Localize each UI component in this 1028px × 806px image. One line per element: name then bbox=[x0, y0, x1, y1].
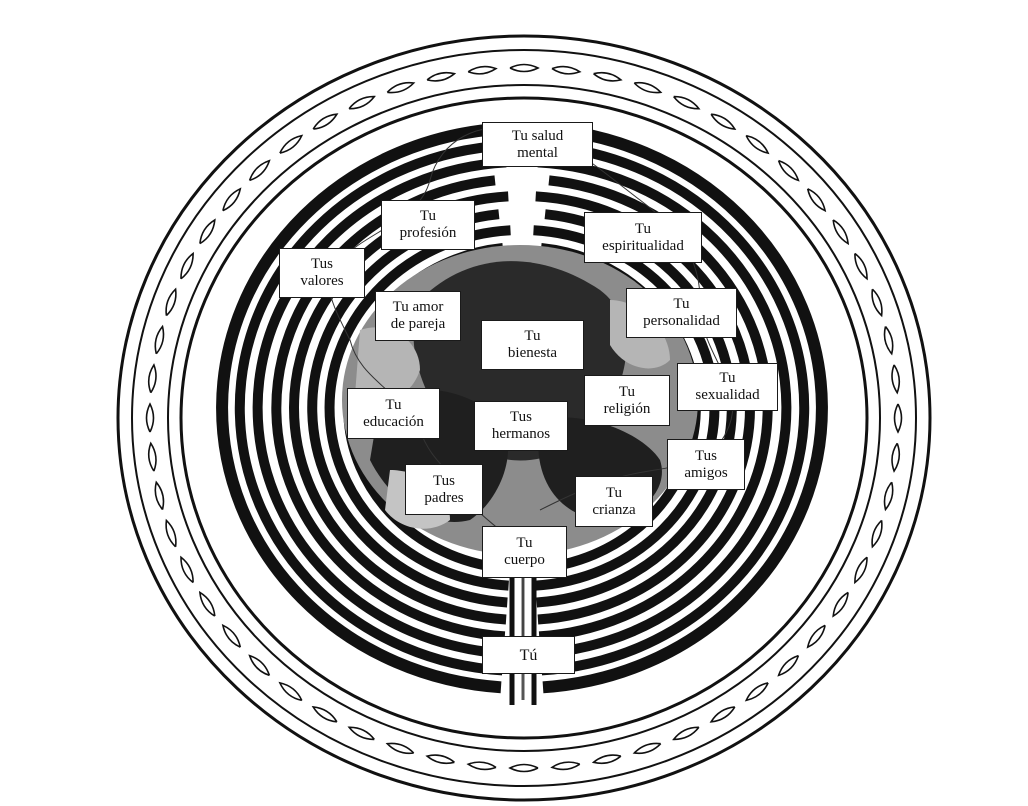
laurel-leaf bbox=[181, 557, 193, 582]
laurel-leaf bbox=[349, 97, 374, 109]
laurel-leaf bbox=[808, 189, 825, 211]
laurel-leaf bbox=[468, 762, 496, 769]
laurel-leaf bbox=[155, 482, 163, 509]
laurel-leaf bbox=[634, 743, 660, 753]
label-bienesta: Tu bienesta bbox=[481, 320, 584, 370]
label-crianza: Tu crianza bbox=[575, 476, 653, 527]
laurel-leaf bbox=[200, 220, 215, 244]
laurel-leaf bbox=[711, 114, 735, 129]
laurel-leaf bbox=[280, 683, 302, 701]
label-espiritualidad: Tu espiritualidad bbox=[584, 212, 702, 263]
laurel-leaf bbox=[895, 404, 902, 432]
laurel-leaf bbox=[349, 727, 374, 739]
laurel-leaf bbox=[552, 67, 580, 74]
laurel-leaf bbox=[155, 327, 163, 354]
laurel-leaf bbox=[166, 289, 176, 315]
laurel-leaf bbox=[674, 727, 699, 739]
laurel-leaf bbox=[872, 520, 882, 546]
label-hermanos: Tus hermanos bbox=[474, 401, 568, 451]
laurel-leaf bbox=[884, 482, 892, 509]
laurel-leaf bbox=[200, 592, 215, 616]
laurel-leaf bbox=[313, 707, 337, 722]
laurel-leaf bbox=[223, 625, 240, 647]
laurel-leaf bbox=[594, 755, 621, 763]
laurel-leaf bbox=[147, 404, 154, 432]
laurel-leaf bbox=[884, 327, 892, 354]
label-valores: Tus valores bbox=[279, 248, 365, 298]
laurel-leaf bbox=[746, 136, 768, 154]
label-salud-mental: Tu salud mental bbox=[482, 122, 593, 167]
laurel-leaf bbox=[149, 365, 156, 393]
laurel-leaf bbox=[280, 136, 302, 154]
laurel-leaf bbox=[872, 289, 882, 315]
label-profesion: Tu profesión bbox=[381, 200, 475, 250]
laurel-leaf bbox=[779, 656, 799, 676]
laurel-leaf bbox=[468, 67, 496, 74]
laurel-leaf bbox=[855, 254, 867, 279]
laurel-leaf bbox=[166, 520, 176, 546]
laurel-leaf bbox=[808, 625, 825, 647]
laurel-leaf bbox=[892, 365, 899, 393]
laurel-leaf bbox=[250, 656, 270, 676]
label-cuerpo: Tu cuerpo bbox=[482, 526, 567, 578]
laurel-leaf bbox=[594, 73, 621, 81]
label-religion: Tu religión bbox=[584, 375, 670, 426]
laurel-leaf bbox=[427, 73, 454, 81]
laurel-leaf bbox=[674, 97, 699, 109]
laurel-leaf bbox=[223, 189, 240, 211]
laurel-leaf bbox=[149, 443, 156, 471]
label-tu: Tú bbox=[482, 636, 575, 674]
laurel-leaf bbox=[313, 114, 337, 129]
laurel-leaf bbox=[746, 683, 768, 701]
label-educacion: Tu educación bbox=[347, 388, 440, 439]
laurel-leaf bbox=[634, 83, 660, 93]
laurel-leaf bbox=[387, 83, 413, 93]
laurel-leaf bbox=[510, 65, 538, 72]
laurel-leaf bbox=[711, 707, 735, 722]
label-amigos: Tus amigos bbox=[667, 439, 745, 490]
laurel-leaf bbox=[855, 557, 867, 582]
label-personalidad: Tu personalidad bbox=[626, 288, 737, 338]
laurel-leaf bbox=[387, 743, 413, 753]
laurel-leaf bbox=[892, 443, 899, 471]
laurel-leaf bbox=[181, 254, 193, 279]
laurel-leaf bbox=[552, 762, 580, 769]
laurel-leaf bbox=[510, 765, 538, 772]
laurel-leaf bbox=[833, 592, 848, 616]
label-sexualidad: Tu sexualidad bbox=[677, 363, 778, 411]
label-padres: Tus padres bbox=[405, 464, 483, 515]
laurel-leaf bbox=[427, 755, 454, 763]
label-amor-pareja: Tu amor de pareja bbox=[375, 291, 461, 341]
laurel-leaf bbox=[833, 220, 848, 244]
laurel-leaf bbox=[250, 161, 270, 181]
laurel-leaf bbox=[779, 161, 799, 181]
